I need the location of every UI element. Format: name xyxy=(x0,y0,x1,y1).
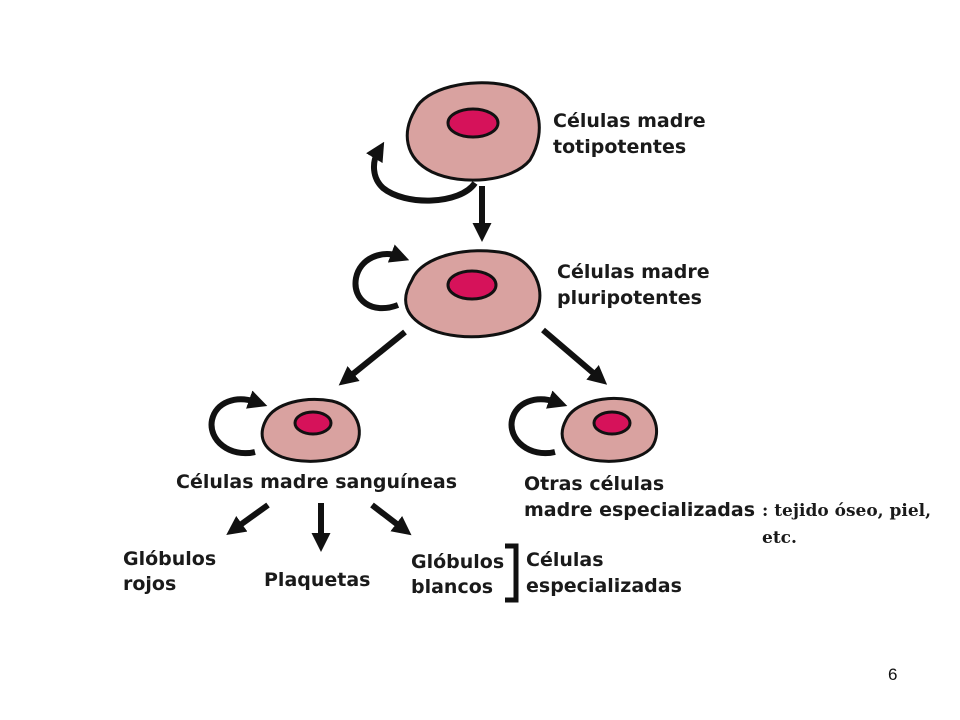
blood-stem-cell xyxy=(260,397,361,463)
nucleus xyxy=(592,410,632,436)
totipotent-label-line1: Células madre xyxy=(553,110,706,132)
self-renewal-arrow-blood xyxy=(208,390,268,457)
arrow-pluripotent-to-blood xyxy=(338,329,407,386)
specialized-bracket xyxy=(505,543,519,603)
pluripotent-cell xyxy=(404,249,542,339)
totipotent-cell xyxy=(405,81,541,182)
pluripotent-label-line1: Células madre xyxy=(557,261,710,283)
blood-label: Células madre sanguíneas xyxy=(176,471,457,493)
arrow-to-red-cells xyxy=(226,502,270,536)
specialized-label-line1: Células xyxy=(526,549,604,571)
arrow-pluripotent-to-other xyxy=(541,327,608,385)
nucleus xyxy=(446,107,500,139)
other-label-line2: madre especializadas xyxy=(524,499,755,521)
white-cells-label-line1: Glóbulos xyxy=(411,551,504,573)
platelets-label: Plaquetas xyxy=(264,569,371,591)
other-label-line1: Otras células xyxy=(524,473,664,495)
specialized-label-line2: especializadas xyxy=(526,575,682,597)
page-number: 6 xyxy=(888,665,897,684)
red-cells-label-line1: Glóbulos xyxy=(123,548,216,570)
pluripotent-label-line2: pluripotentes xyxy=(557,287,702,309)
arrow-to-white-cells xyxy=(370,502,412,536)
self-renewal-arrow-other xyxy=(508,390,568,457)
self-renewal-arrow-pluripotent xyxy=(352,244,410,312)
self-renewal-arrow-totipotent xyxy=(366,141,478,204)
nucleus xyxy=(446,269,498,301)
red-cells-label-line2: rojos xyxy=(123,573,176,595)
note-line2: etc. xyxy=(762,528,797,548)
totipotent-label-line2: totipotentes xyxy=(553,136,686,158)
white-cells-label-line2: blancos xyxy=(411,576,493,598)
note-line1: : tejido óseo, piel, xyxy=(762,501,931,521)
nucleus xyxy=(293,410,333,436)
other-stem-cell xyxy=(560,397,659,463)
